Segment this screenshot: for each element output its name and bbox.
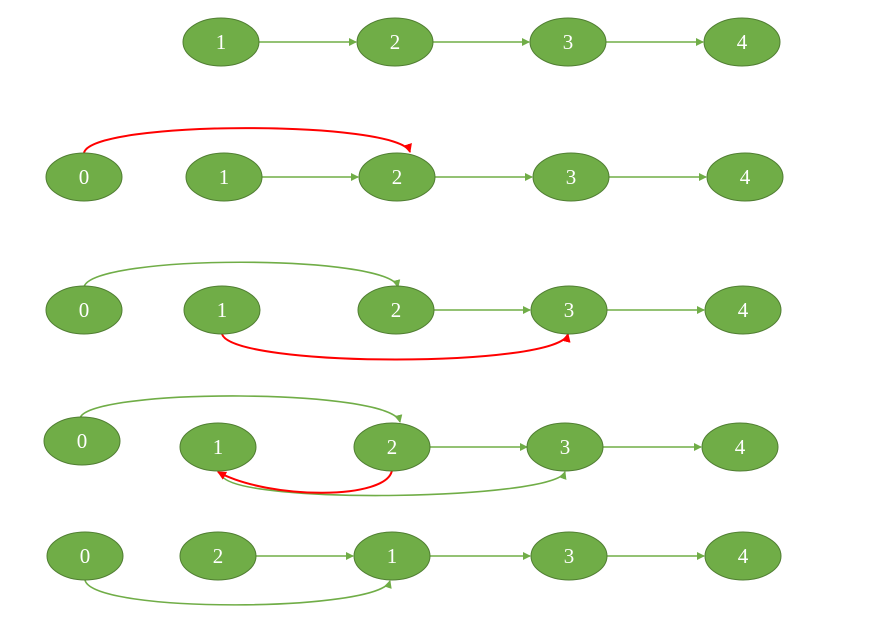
row-1: 1 2 3 4 (182, 17, 781, 67)
node: 3 (532, 152, 610, 202)
node: 1 (185, 152, 263, 202)
node: 2 (353, 422, 431, 472)
svg-text:1: 1 (217, 298, 228, 322)
svg-text:3: 3 (564, 544, 575, 568)
row-5: 0 2 1 3 4 (46, 531, 782, 606)
edge-0-2-highlight (83, 127, 412, 154)
svg-text:1: 1 (216, 30, 227, 54)
node: 2 (358, 152, 436, 202)
node: 2 (356, 17, 434, 67)
node: 4 (704, 285, 782, 335)
svg-text:0: 0 (79, 165, 90, 189)
node: 1 (183, 285, 261, 335)
edge-1-3 (221, 471, 567, 497)
svg-text:3: 3 (560, 435, 571, 459)
node: 0 (45, 285, 123, 335)
svg-text:0: 0 (80, 544, 91, 568)
node: 3 (529, 17, 607, 67)
svg-text:4: 4 (735, 435, 746, 459)
svg-text:3: 3 (563, 30, 574, 54)
edge-0-1 (84, 579, 392, 606)
svg-text:4: 4 (738, 544, 749, 568)
node: 3 (530, 285, 608, 335)
row-3: 0 1 2 3 4 (45, 261, 782, 361)
svg-text:4: 4 (737, 30, 748, 54)
node: 4 (706, 152, 784, 202)
svg-text:2: 2 (387, 435, 398, 459)
row-2: 0 1 2 3 4 (45, 127, 784, 202)
svg-text:3: 3 (566, 165, 577, 189)
svg-text:0: 0 (77, 429, 88, 453)
svg-text:3: 3 (564, 298, 575, 322)
svg-text:0: 0 (79, 298, 90, 322)
node: 1 (182, 17, 260, 67)
svg-text:1: 1 (219, 165, 230, 189)
svg-text:1: 1 (213, 435, 224, 459)
edge-0-2 (83, 261, 401, 288)
edge-0-2 (79, 395, 403, 423)
node: 4 (703, 17, 781, 67)
svg-text:2: 2 (392, 165, 403, 189)
node: 3 (526, 422, 604, 472)
node: 0 (46, 531, 124, 581)
row-4: 0 1 2 3 4 (43, 395, 779, 497)
node: 1 (353, 531, 431, 581)
svg-text:2: 2 (213, 544, 224, 568)
svg-text:2: 2 (390, 30, 401, 54)
node: 0 (43, 416, 121, 466)
edge-1-3-highlight (221, 333, 571, 361)
node: 4 (704, 531, 782, 581)
node: 0 (45, 152, 123, 202)
node: 2 (357, 285, 435, 335)
svg-text:4: 4 (738, 298, 749, 322)
node: 2 (179, 531, 257, 581)
svg-text:1: 1 (387, 544, 398, 568)
svg-text:2: 2 (391, 298, 402, 322)
node: 4 (701, 422, 779, 472)
svg-text:4: 4 (740, 165, 751, 189)
node: 1 (179, 422, 257, 472)
edge-2-1-highlight (217, 469, 393, 494)
node: 3 (530, 531, 608, 581)
